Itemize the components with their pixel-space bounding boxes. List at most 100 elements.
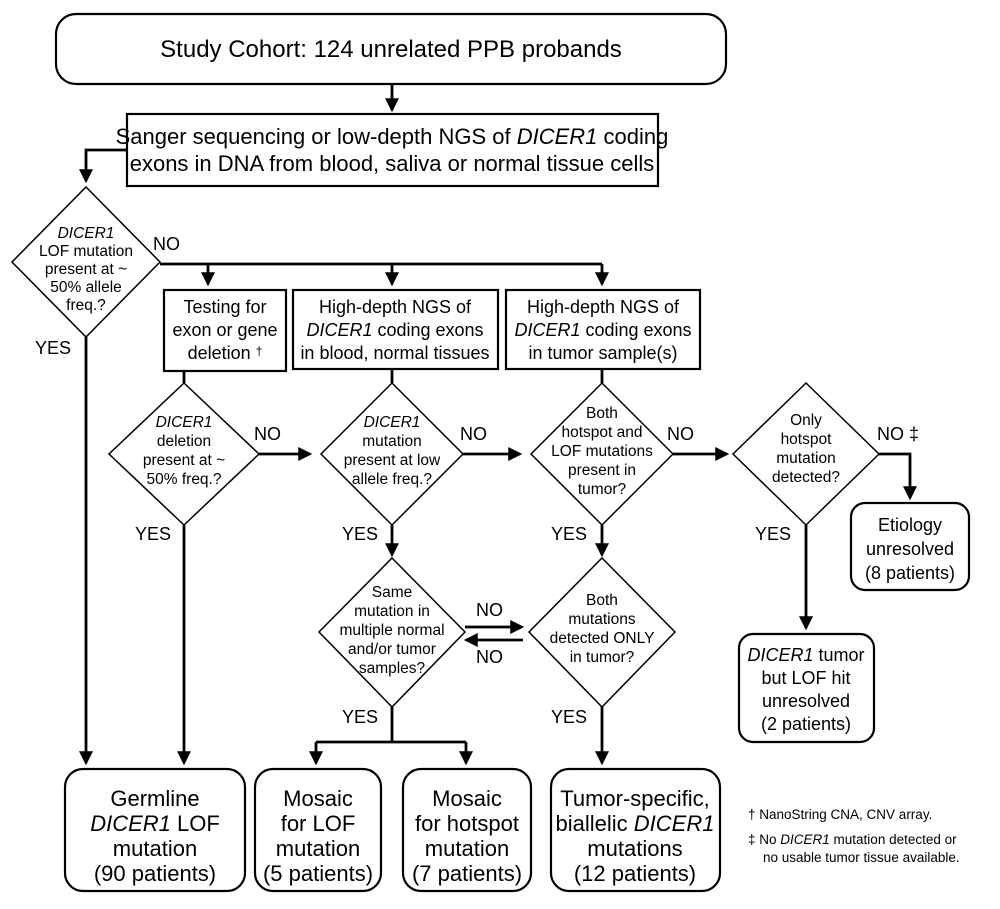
lof-unresolved-line-3: unresolved <box>762 691 850 711</box>
screening-line-2: exons in DNA from blood, saliva or norma… <box>130 151 655 176</box>
outcome-lof-unresolved: DICER1 tumor but LOF hit unresolved (2 p… <box>737 632 876 744</box>
etiology-line-1: Etiology <box>878 515 942 535</box>
cohort-text: Study Cohort: 124 unrelated PPB probands <box>160 36 622 63</box>
lof-unresolved-line-4: (2 patients) <box>761 714 851 734</box>
germline-line-2: DICER1 LOF <box>90 811 220 836</box>
label-yes-lof: YES <box>35 338 71 358</box>
decision-tumor-only-line-1: Both <box>586 592 618 609</box>
screening-box: Sanger sequencing or low-depth NGS of DI… <box>116 112 669 188</box>
decision-hotspot-line-3: mutation <box>776 450 835 467</box>
footnote-ddagger-line-1: ‡ No DICER1 mutation detected or <box>748 832 957 847</box>
germline-line-3: mutation <box>113 836 197 861</box>
label-yes-deletion: YES <box>135 524 171 544</box>
decision-both-present-line-3: LOF mutations <box>551 443 653 460</box>
decision-both-present-line-4: present in <box>568 462 636 479</box>
connectors <box>79 84 917 766</box>
mosaic-hotspot-line-1: Mosaic <box>432 786 502 811</box>
decision-deletion-line-1: DICER1 <box>156 414 213 431</box>
decision-hotspot-line-4: detected? <box>772 469 840 486</box>
label-yes-hotspot: YES <box>755 524 791 544</box>
label-no-low-freq: NO <box>460 424 487 444</box>
decision-tumor-only-line-2: mutations <box>568 611 635 628</box>
etiology-line-3: (8 patients) <box>865 563 955 583</box>
tumor-box-line-3: in tumor sample(s) <box>528 343 677 363</box>
label-no-lof: NO <box>153 234 180 254</box>
mosaic-hotspot-line-4: (7 patients) <box>412 861 522 886</box>
blood-box-line-3: in blood, normal tissues <box>300 343 489 363</box>
decision-hotspot-only: Only hotspot mutation detected? <box>731 381 881 527</box>
tumor-box-line-1: High-depth NGS of <box>527 297 680 317</box>
decision-low-freq-line-4: allele freq.? <box>352 471 433 488</box>
decision-lof-mutation: DICER1 LOF mutation present at ~ 50% all… <box>10 185 162 339</box>
outcome-mosaic-hotspot: Mosaic for hotspot mutation (7 patients) <box>401 767 533 893</box>
etiology-line-2: unresolved <box>866 539 954 559</box>
germline-line-1: Germline <box>110 786 199 811</box>
decision-lof-line-4: 50% allele <box>50 279 122 296</box>
footnotes: † NanoString CNA, CNV array. ‡ No DICER1… <box>748 807 960 865</box>
decision-hotspot-line-1: Only <box>790 412 822 429</box>
label-no-deletion: NO <box>254 424 281 444</box>
label-yes-same: YES <box>342 707 378 727</box>
arrow-screen-to-lof-decision <box>79 148 127 184</box>
decision-both-present-line-2: hotspot and <box>561 424 642 441</box>
decision-lof-line-1: DICER1 <box>58 225 115 242</box>
decision-low-freq-line-3: present at low <box>344 452 441 469</box>
mosaic-lof-line-1: Mosaic <box>283 786 353 811</box>
label-yes-low-freq: YES <box>342 524 378 544</box>
deletion-box-line-3: deletion† <box>188 343 263 363</box>
deletion-box-line-2: exon or gene <box>172 320 277 340</box>
label-no-same: NO <box>476 600 503 620</box>
outcome-mosaic-lof: Mosaic for LOF mutation (5 patients) <box>253 767 383 893</box>
outcome-tumor-specific: Tumor-specific, biallelic DICER1 mutatio… <box>549 767 722 893</box>
screening-line-1: Sanger sequencing or low-depth NGS of DI… <box>116 124 669 149</box>
decision-both-present-line-1: Both <box>586 405 618 422</box>
blood-box-line-2: DICER1 coding exons <box>306 320 483 340</box>
decision-same-line-2: mutation in <box>354 603 430 620</box>
lof-unresolved-line-2: but LOF hit <box>761 668 850 688</box>
decision-same-line-1: Same <box>372 584 413 601</box>
deletion-testing-box: Testing for exon or gene deletion† <box>162 288 288 373</box>
decision-deletion: DICER1 deletion present at ~ 50% freq.? <box>107 381 261 527</box>
label-no-tumor-only: NO <box>476 647 503 667</box>
mosaic-lof-line-3: mutation <box>276 836 360 861</box>
footnote-dagger: † NanoString CNA, CNV array. <box>748 807 932 822</box>
tumor-ngs-box: High-depth NGS of DICER1 coding exons in… <box>504 288 702 371</box>
decision-tumor-only: Both mutations detected ONLY in tumor? <box>527 556 677 709</box>
mosaic-lof-line-2: for LOF <box>281 811 356 836</box>
mosaic-hotspot-line-3: mutation <box>425 836 509 861</box>
decision-deletion-line-4: 50% freq.? <box>147 471 222 488</box>
decision-low-freq-line-1: DICER1 <box>364 414 421 431</box>
germline-line-4: (90 patients) <box>94 861 216 886</box>
tumor-specific-line-4: (12 patients) <box>574 861 696 886</box>
tumor-box-line-2: DICER1 coding exons <box>514 320 691 340</box>
decision-same-mutation: Same mutation in multiple normal and/or … <box>317 556 467 709</box>
decision-low-allele-freq: DICER1 mutation present at low allele fr… <box>319 381 465 527</box>
blood-box-line-1: High-depth NGS of <box>319 297 472 317</box>
cohort-box: Study Cohort: 124 unrelated PPB probands <box>54 12 728 86</box>
deletion-box-line-1: Testing for <box>183 297 266 317</box>
decision-same-line-4: and/or tumor <box>348 641 436 658</box>
decision-deletion-line-3: present at ~ <box>143 452 225 469</box>
outcome-etiology-unresolved: Etiology unresolved (8 patients) <box>849 501 971 592</box>
mosaic-lof-line-4: (5 patients) <box>263 861 373 886</box>
arrow-hotspot-no-to-etiology <box>879 452 917 501</box>
decision-tumor-only-line-4: in tumor? <box>570 649 635 666</box>
decision-lof-line-2: LOF mutation <box>39 243 133 260</box>
decision-tumor-only-line-3: detected ONLY <box>550 630 655 647</box>
decision-same-line-5: samples? <box>359 660 426 677</box>
label-yes-both-present: YES <box>551 524 587 544</box>
label-no-both-present: NO <box>667 424 694 444</box>
decision-deletion-line-2: deletion <box>157 433 211 450</box>
decision-lof-line-5: freq.? <box>66 297 106 314</box>
mosaic-hotspot-line-2: for hotspot <box>415 811 519 836</box>
blood-ngs-box: High-depth NGS of DICER1 coding exons in… <box>291 288 500 371</box>
tumor-specific-line-3: mutations <box>587 836 682 861</box>
label-no-ddagger-hotspot: NO ‡ <box>877 424 919 444</box>
lof-unresolved-line-1: DICER1 tumor <box>747 645 864 665</box>
decision-hotspot-line-2: hotspot <box>781 431 833 448</box>
decision-both-present-line-5: tumor? <box>578 481 627 498</box>
outcome-germline: Germline DICER1 LOF mutation (90 patient… <box>63 767 247 893</box>
label-yes-tumor-only: YES <box>551 707 587 727</box>
